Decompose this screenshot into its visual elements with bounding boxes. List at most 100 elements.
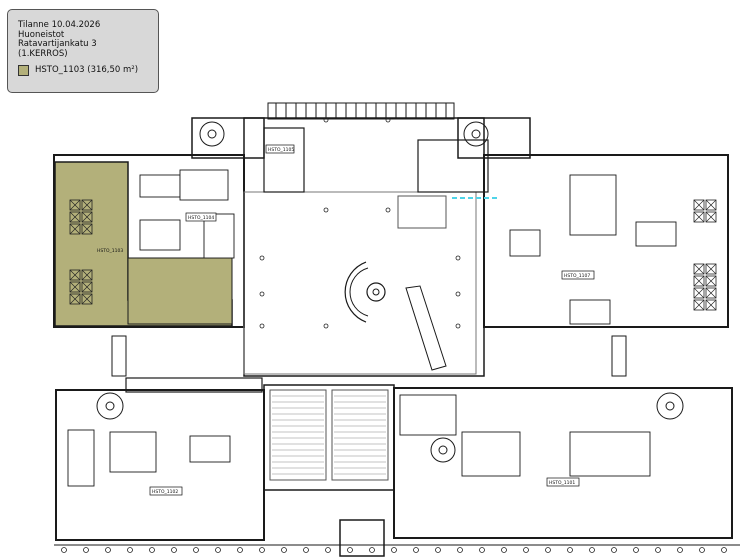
column-marker xyxy=(325,547,331,553)
fixture-box-diag xyxy=(69,211,81,223)
fixture-box xyxy=(705,263,717,275)
column-marker xyxy=(303,547,309,553)
lower-stair-right xyxy=(331,389,389,481)
fixture-box-diag xyxy=(81,211,93,223)
lower-right-wing xyxy=(393,387,733,539)
hsto-1103-fixtures xyxy=(69,199,93,305)
bottom-columns xyxy=(61,547,727,553)
fixture-box xyxy=(705,199,717,211)
column-marker xyxy=(369,547,375,553)
legend-swatch xyxy=(18,65,29,76)
fixture-box-diag xyxy=(693,275,705,287)
room xyxy=(635,221,677,247)
fixture-box-diag xyxy=(705,263,717,275)
fixture-box-diag xyxy=(69,293,81,305)
fixture-box xyxy=(693,287,705,299)
fixture-box xyxy=(69,199,81,211)
atrium-column xyxy=(259,323,265,329)
atrium-column xyxy=(385,117,391,123)
unit-tags: HSTO_1104 HSTO_1105 HSTO_1103 HSTO_1107 … xyxy=(96,144,595,496)
fixture-box-diag xyxy=(705,211,717,223)
fixture-box-diag xyxy=(693,263,705,275)
fixture-box xyxy=(693,199,705,211)
room xyxy=(67,429,95,487)
atrium-column xyxy=(455,323,461,329)
left-connector xyxy=(111,335,127,377)
atrium-outline xyxy=(243,117,485,377)
legend-entry[interactable]: HSTO_1103 (316,50 m²) xyxy=(18,65,148,76)
room xyxy=(509,229,541,257)
tag-hsto-1107: HSTO_1107 xyxy=(564,273,590,279)
room xyxy=(461,431,521,477)
column-marker xyxy=(567,547,573,553)
room xyxy=(569,174,617,236)
room xyxy=(179,169,229,201)
tag-hsto-1102: HSTO_1102 xyxy=(152,489,178,495)
atrium-column xyxy=(455,291,461,297)
legend-floor: (1.KERROS) xyxy=(18,48,68,59)
fixture-box-diag xyxy=(693,299,705,311)
column-marker xyxy=(215,547,221,553)
fixture-box xyxy=(693,211,705,223)
legend-entry-label: HSTO_1103 (316,50 m²) xyxy=(35,64,139,75)
top-canopy xyxy=(267,102,455,120)
column-marker xyxy=(699,547,705,553)
column-marker xyxy=(655,547,661,553)
legend-date: Tilanne 10.04.2026 xyxy=(18,20,101,30)
atrium-column xyxy=(455,255,461,261)
fixture-box-diag xyxy=(81,223,93,235)
legend-address: Ratavartijankatu 3 xyxy=(18,39,97,49)
fixture-box xyxy=(705,287,717,299)
tag-hsto-1105: HSTO_1105 xyxy=(268,147,294,153)
map-legend: Tilanne 10.04.2026 Huoneistot Ratavartij… xyxy=(7,9,159,93)
hsto-1103-annex[interactable] xyxy=(127,257,233,325)
column-marker xyxy=(193,547,199,553)
atrium-column xyxy=(323,207,329,213)
atrium-floor xyxy=(243,191,477,375)
column-marker xyxy=(61,547,67,553)
lower-stair-left xyxy=(269,389,327,481)
column-marker xyxy=(171,547,177,553)
fixture-box xyxy=(81,293,93,305)
atrium-column xyxy=(323,323,329,329)
fixture-box xyxy=(705,299,717,311)
fixture-box xyxy=(69,293,81,305)
column-marker xyxy=(589,547,595,553)
fixture-box xyxy=(693,299,705,311)
fixture-box xyxy=(693,275,705,287)
column-marker xyxy=(721,547,727,553)
spiral-stairs xyxy=(96,121,684,463)
room xyxy=(399,394,457,436)
hsto-1105-block xyxy=(263,127,305,193)
lower-left-upper-strip xyxy=(125,377,263,393)
column-marker xyxy=(545,547,551,553)
column-marker xyxy=(149,547,155,553)
tag-hsto-1103[interactable]: HSTO_1103 xyxy=(97,248,123,254)
hsto-1107-fixtures xyxy=(693,199,717,311)
column-marker xyxy=(391,547,397,553)
column-marker xyxy=(413,547,419,553)
room xyxy=(139,174,181,198)
atrium-columns xyxy=(259,117,461,329)
fixture-box-diag xyxy=(81,281,93,293)
fixture-box-diag xyxy=(705,287,717,299)
fixture-box-diag xyxy=(69,223,81,235)
atrium-column xyxy=(385,207,391,213)
tag-hsto-1101: HSTO_1101 xyxy=(549,480,575,486)
column-marker xyxy=(259,547,265,553)
upper-right-stair-block xyxy=(457,117,531,159)
fixture-box xyxy=(705,275,717,287)
fixture-box-diag xyxy=(81,199,93,211)
column-marker xyxy=(435,547,441,553)
column-marker xyxy=(83,547,89,553)
fixture-box xyxy=(705,211,717,223)
fixture-box xyxy=(69,211,81,223)
fixture-box xyxy=(693,263,705,275)
column-marker xyxy=(105,547,111,553)
fixture-box-diag xyxy=(705,275,717,287)
column-marker xyxy=(127,547,133,553)
right-connector xyxy=(611,335,627,377)
fixture-box-diag xyxy=(81,269,93,281)
fixture-box xyxy=(81,211,93,223)
